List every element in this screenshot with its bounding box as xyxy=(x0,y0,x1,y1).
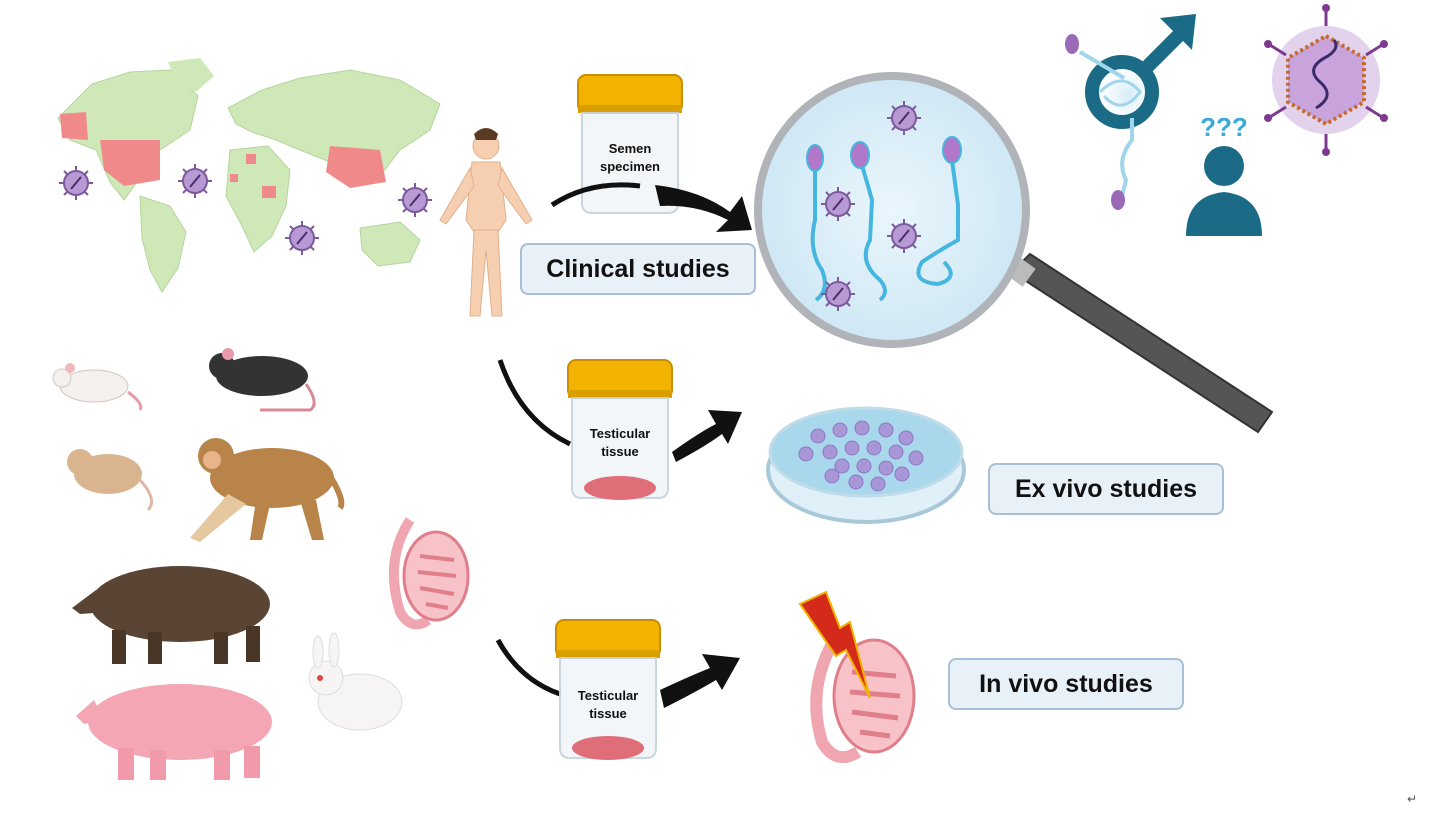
in-vivo-studies-label: In vivo studies xyxy=(948,658,1184,710)
virus-particle xyxy=(397,182,433,218)
clinical-studies-label: Clinical studies xyxy=(520,243,756,295)
magnifying-glass xyxy=(754,72,1274,434)
petri-dish xyxy=(766,406,966,524)
mouse xyxy=(52,363,143,411)
map-highlight-alaska xyxy=(60,112,88,140)
map-highlight-europe xyxy=(246,154,256,164)
testis xyxy=(388,517,470,630)
map-highlight-usa xyxy=(100,140,160,186)
pig xyxy=(76,684,272,780)
male-symbol-icon xyxy=(1065,14,1196,210)
semen-specimen-jar: Semen specimen xyxy=(577,74,683,214)
testicular-tissue-jar: Testicular tissue xyxy=(555,619,661,760)
arrow-to-magnifier xyxy=(655,185,752,232)
person-question-icon: ??? xyxy=(1186,112,1262,236)
testicular-tissue-jar: Testicular tissue xyxy=(567,359,673,500)
world-map xyxy=(57,58,441,293)
rat xyxy=(209,348,316,412)
map-highlight-africa xyxy=(262,186,276,198)
jar-text-line-1: Semen xyxy=(609,141,652,156)
jar-text-line-2: tissue xyxy=(589,706,627,721)
virus-particle-large xyxy=(1264,4,1388,156)
boar xyxy=(72,566,270,664)
arrow-to-testis xyxy=(660,654,740,708)
jar-text-line-2: specimen xyxy=(600,159,660,174)
corner-return-mark: ↵ xyxy=(1406,792,1417,806)
arrow-to-petri xyxy=(672,410,742,462)
map-highlight-west xyxy=(230,174,238,182)
sperm-cell xyxy=(942,136,962,164)
virus-particle xyxy=(820,186,856,222)
testis xyxy=(810,637,916,764)
rabbit xyxy=(308,632,403,731)
lightning-bolt xyxy=(798,590,871,699)
monkey xyxy=(190,438,345,542)
jar-text-line-2: tissue xyxy=(601,444,639,459)
sperm-cell xyxy=(806,144,824,172)
magnifier-handle xyxy=(1010,252,1274,434)
sperm-cell xyxy=(850,141,870,169)
jar-text-line-1: Testicular xyxy=(590,426,650,441)
virus-particle xyxy=(58,165,94,201)
jar-text-line-1: Testicular xyxy=(578,688,638,703)
curve-into-jar xyxy=(550,182,641,208)
virus-particle xyxy=(820,276,856,312)
human-figure xyxy=(439,128,533,317)
virus-particle xyxy=(177,163,213,199)
virus-particle xyxy=(886,100,922,136)
ex-vivo-studies-label: Ex vivo studies xyxy=(988,463,1224,515)
curve-into-jar xyxy=(495,638,561,697)
hamster xyxy=(67,449,154,512)
virus-particle xyxy=(886,218,922,254)
map-highlight-china xyxy=(326,146,386,188)
curve-into-jar xyxy=(497,359,572,447)
virus-particle xyxy=(284,220,320,256)
question-marks: ??? xyxy=(1200,112,1248,142)
